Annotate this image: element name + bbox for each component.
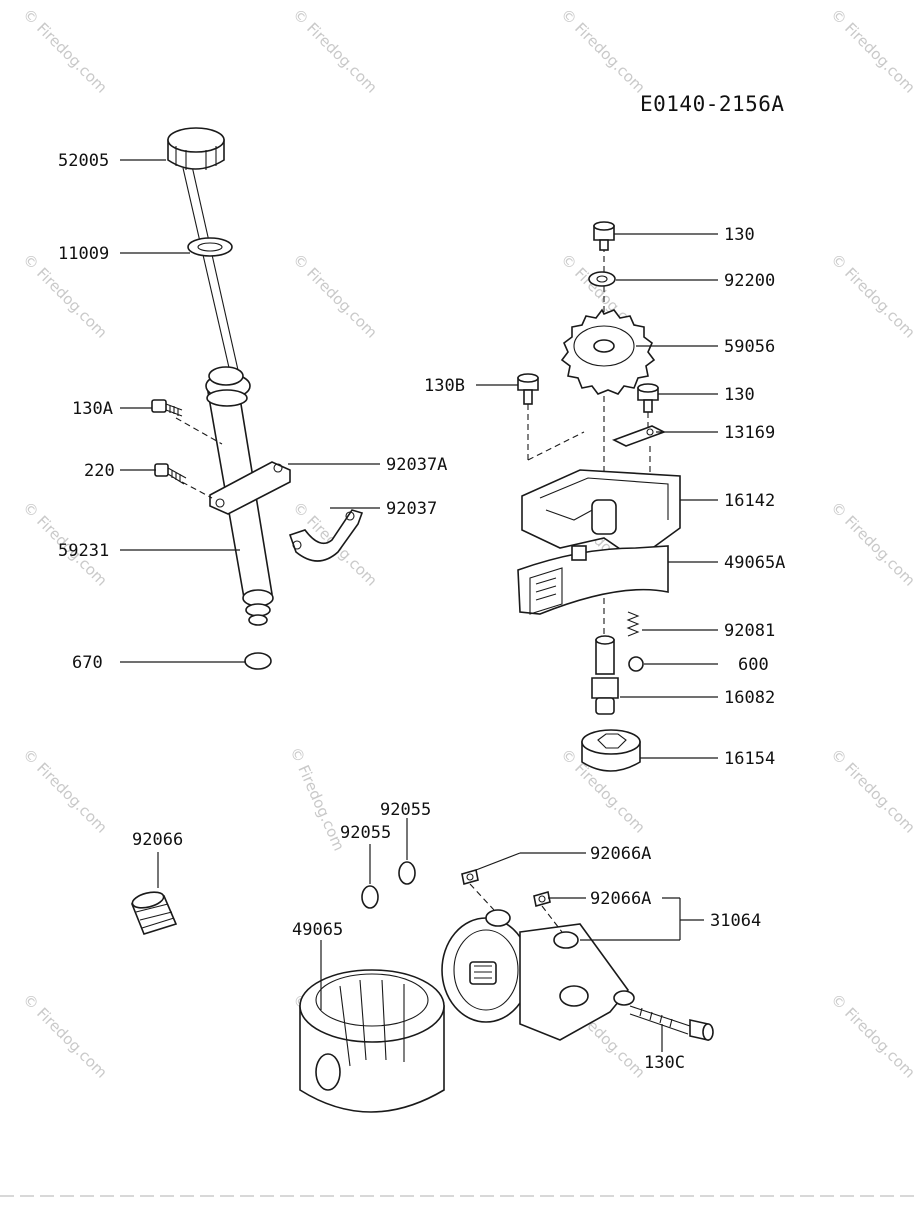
label-92037a: 92037A: [386, 455, 447, 475]
label-600: 600: [738, 655, 769, 675]
label-92066a-b: 92066A: [590, 889, 651, 909]
drain-plug: [130, 891, 178, 935]
plate-13169: [611, 425, 667, 447]
label-670: 670: [72, 653, 103, 673]
bolt-130-mid: [637, 383, 659, 413]
screw-130a: [151, 399, 183, 417]
watermark-large: © Firedog.com: [286, 744, 348, 853]
screw-220: [154, 463, 187, 485]
label-92055-b: 92055: [340, 823, 391, 843]
pump-body: [517, 499, 669, 615]
oil-filter: [299, 969, 445, 1113]
label-11009: 11009: [58, 244, 109, 264]
sprocket: [560, 308, 656, 395]
watermark: © Firedog.com: [827, 990, 917, 1082]
diagram-code: E0140-2156A: [640, 92, 785, 116]
o-ring: [187, 237, 233, 257]
label-59231: 59231: [58, 541, 109, 561]
label-130b: 130B: [424, 376, 465, 396]
rotor: [581, 729, 641, 772]
ball: [628, 656, 644, 672]
label-49065a: 49065A: [724, 553, 785, 573]
watermark: © Firedog.com: [19, 990, 111, 1082]
watermark: © Firedog.com: [827, 250, 917, 342]
watermark: © Firedog.com: [827, 5, 917, 97]
watermark: © Firedog.com: [827, 745, 917, 837]
washer-92200: [588, 271, 616, 287]
label-92081: 92081: [724, 621, 775, 641]
label-52005: 52005: [58, 151, 109, 171]
dipstick-assembly: [151, 127, 364, 670]
oil-pump-assembly: [517, 221, 681, 772]
o-ring-92055: [398, 861, 416, 885]
nut-92066a: [461, 868, 479, 886]
bolt-130-top: [593, 221, 615, 251]
label-92037: 92037: [386, 499, 437, 519]
nut-92066a: [533, 890, 551, 908]
label-92200: 92200: [724, 271, 775, 291]
label-130-mid: 130: [724, 385, 755, 405]
pump-shaft: [591, 635, 619, 715]
watermark: © Firedog.com: [289, 5, 381, 97]
label-59056: 59056: [724, 337, 775, 357]
dipstick-cap: [167, 127, 225, 170]
tube-bracket-upper: [209, 461, 291, 515]
label-92066a-a: 92066A: [590, 844, 651, 864]
bolt-130b: [517, 373, 539, 405]
label-16082: 16082: [724, 688, 775, 708]
label-220: 220: [84, 461, 115, 481]
label-92066: 92066: [132, 830, 183, 850]
filter-base: [441, 909, 635, 1041]
bolt-130c: [629, 1005, 714, 1041]
label-16154: 16154: [724, 749, 775, 769]
label-92055-a: 92055: [380, 800, 431, 820]
watermark: © Firedog.com: [557, 5, 649, 97]
label-16142: 16142: [724, 491, 775, 511]
tube-bracket-lower: [288, 509, 364, 562]
spring: [626, 611, 640, 637]
label-49065: 49065: [292, 920, 343, 940]
label-130a: 130A: [72, 399, 113, 419]
watermark: © Firedog.com: [19, 5, 111, 97]
label-130c: 130C: [644, 1053, 685, 1073]
tube-gasket: [244, 652, 272, 670]
o-ring-92055: [361, 885, 379, 909]
label-31064: 31064: [710, 911, 761, 931]
watermark: © Firedog.com: [19, 745, 111, 837]
label-130-top: 130: [724, 225, 755, 245]
watermark: © Firedog.com: [827, 498, 917, 590]
label-13169: 13169: [724, 423, 775, 443]
watermark: © Firedog.com: [289, 250, 381, 342]
